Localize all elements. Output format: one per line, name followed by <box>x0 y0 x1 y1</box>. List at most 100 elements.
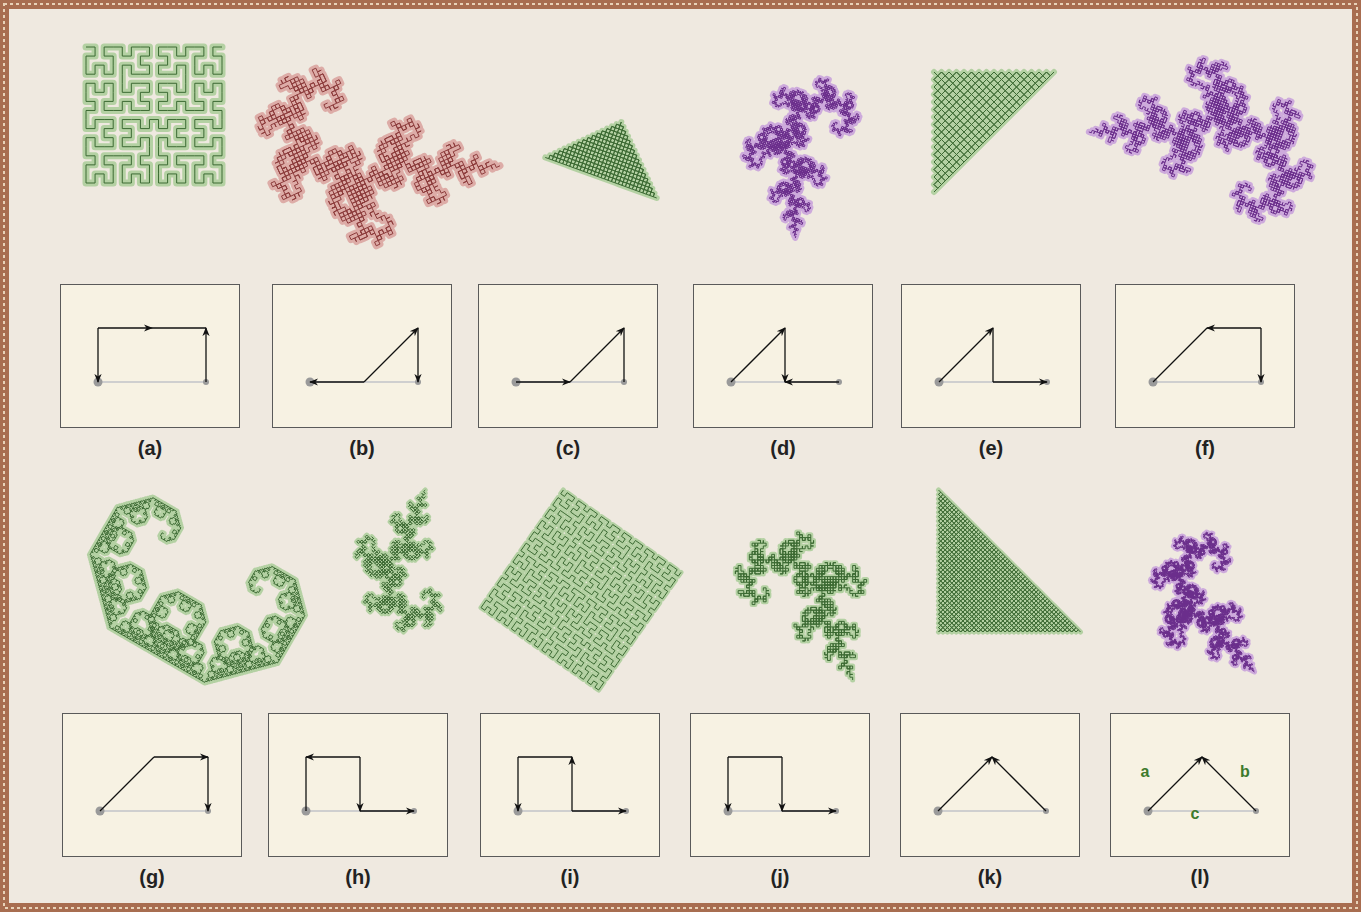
generator-arrow <box>623 328 624 382</box>
base-line <box>98 381 206 383</box>
side-label: b <box>1240 763 1250 781</box>
base-line <box>100 810 208 812</box>
curve-line <box>481 490 681 690</box>
curve-halo <box>1089 58 1313 222</box>
curve-halo <box>545 122 656 198</box>
panel-label: (f) <box>1115 437 1295 460</box>
generator-sketch <box>1111 714 1289 856</box>
generator-arrow <box>310 381 364 382</box>
generator-sketch <box>901 714 1079 856</box>
panel-box: a b c <box>1110 713 1290 857</box>
panel: (g) <box>62 713 242 889</box>
panel-box <box>268 713 448 857</box>
panel-box <box>62 713 242 857</box>
generator-sketch <box>481 714 659 856</box>
generator-arrow <box>939 328 993 382</box>
fractal-curve <box>934 72 1054 192</box>
curve-halo <box>1150 532 1254 672</box>
panel-label: (k) <box>900 866 1080 889</box>
curve-halo <box>481 490 681 690</box>
panel-box <box>480 713 660 857</box>
generator-sketch <box>269 714 447 856</box>
generator-sketch <box>694 285 872 427</box>
generator-arrow <box>1202 757 1256 811</box>
curve-halo <box>743 78 860 238</box>
generator-arrow <box>992 757 1046 811</box>
panel-label: (g) <box>62 866 242 889</box>
curve-halo <box>934 72 1054 192</box>
panel: (b) <box>272 284 452 460</box>
panel-box <box>478 284 658 428</box>
generator-arrow <box>359 757 360 811</box>
generator-arrow <box>728 756 782 757</box>
generator-arrow <box>205 328 206 382</box>
panel: (j) <box>690 713 870 889</box>
panel-label: (h) <box>268 866 448 889</box>
panel-label: (i) <box>480 866 660 889</box>
fractal-curve <box>545 122 656 198</box>
side-label: a <box>1141 763 1150 781</box>
side-label: c <box>1191 805 1200 823</box>
generator-arrow <box>100 757 154 811</box>
panel-box <box>60 284 240 428</box>
fractal-curve <box>355 490 442 632</box>
generator-arrow <box>364 328 418 382</box>
generator-arrow <box>360 810 414 811</box>
curve-halo <box>939 490 1081 632</box>
base-line <box>1153 381 1261 383</box>
generator-arrow <box>306 756 360 757</box>
fractal-curve <box>735 532 866 680</box>
generator-sketch <box>902 285 1080 427</box>
base-line <box>938 810 1046 812</box>
panel-box <box>901 284 1081 428</box>
panel: (c) <box>478 284 658 460</box>
panel-label: (e) <box>901 437 1081 460</box>
frame-pattern <box>4 4 1357 908</box>
generator-sketch <box>691 714 869 856</box>
curve-line <box>90 498 305 683</box>
generator-arrow <box>1260 328 1261 382</box>
generator-arrow <box>152 327 206 328</box>
panel-box <box>900 713 1080 857</box>
curve-halo <box>86 47 222 183</box>
panel-label: (l) <box>1110 866 1290 889</box>
curve-halo <box>258 68 500 246</box>
curve-line <box>735 532 866 680</box>
generator-arrow <box>207 757 208 811</box>
generator-sketch <box>61 285 239 427</box>
fractal-curve <box>90 498 305 683</box>
generator-arrow <box>727 757 728 811</box>
base-line <box>1148 810 1256 812</box>
generator-arrow <box>572 810 626 811</box>
curve-line <box>1089 58 1313 222</box>
generator-arrow <box>417 328 418 382</box>
generator-arrow <box>305 757 306 811</box>
panel: (i) <box>480 713 660 889</box>
curve-halo <box>735 532 866 680</box>
curve-line <box>86 47 222 183</box>
generator-arrow <box>518 756 572 757</box>
fractal-curve <box>939 490 1081 632</box>
panel-box <box>272 284 452 428</box>
fractal-curve <box>258 68 500 246</box>
fractal-curve <box>481 490 681 690</box>
generator-sketch <box>1116 285 1294 427</box>
generator-arrow <box>731 328 785 382</box>
generator-sketch <box>273 285 451 427</box>
paper <box>9 9 1352 903</box>
panel: (e) <box>901 284 1081 460</box>
fractal-curve <box>1150 532 1254 672</box>
panel: (h) <box>268 713 448 889</box>
panel: (f) <box>1115 284 1295 460</box>
generator-arrow <box>782 810 836 811</box>
curve-halo <box>90 498 305 683</box>
panel-box <box>690 713 870 857</box>
panel: (a) <box>60 284 240 460</box>
panel-box <box>693 284 873 428</box>
fractal-curve <box>86 47 222 183</box>
curve-line <box>355 490 442 632</box>
generator-arrow <box>1148 757 1202 811</box>
generator-arrow <box>97 328 98 382</box>
curve-line <box>743 78 860 238</box>
